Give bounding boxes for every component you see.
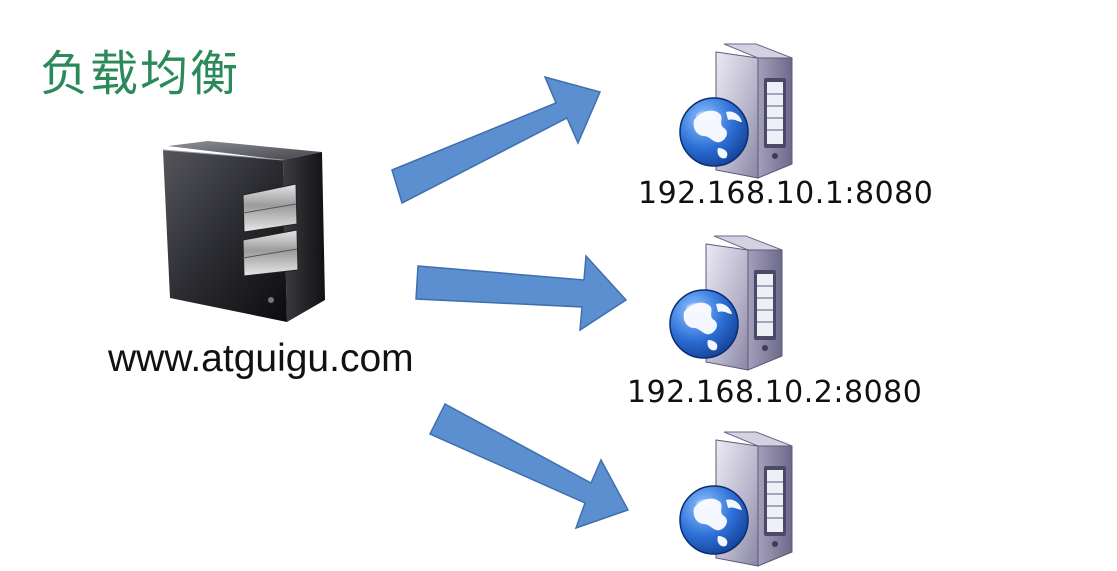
arrow-to-server-2: [415, 254, 628, 332]
server-1-icon: [679, 43, 793, 179]
client-computer-icon: [162, 141, 325, 322]
server-2-address: 192.168.10.2:8080: [627, 375, 923, 410]
diagram-title: 负载均衡: [40, 46, 241, 102]
arrow-to-server-1: [391, 75, 602, 205]
server-1-address: 192.168.10.1:8080: [638, 176, 934, 211]
server-3-icon: [679, 431, 793, 567]
server-2-icon: [669, 235, 783, 371]
client-domain-label: www.atguigu.com: [108, 337, 414, 380]
arrow-to-server-3: [428, 402, 630, 530]
